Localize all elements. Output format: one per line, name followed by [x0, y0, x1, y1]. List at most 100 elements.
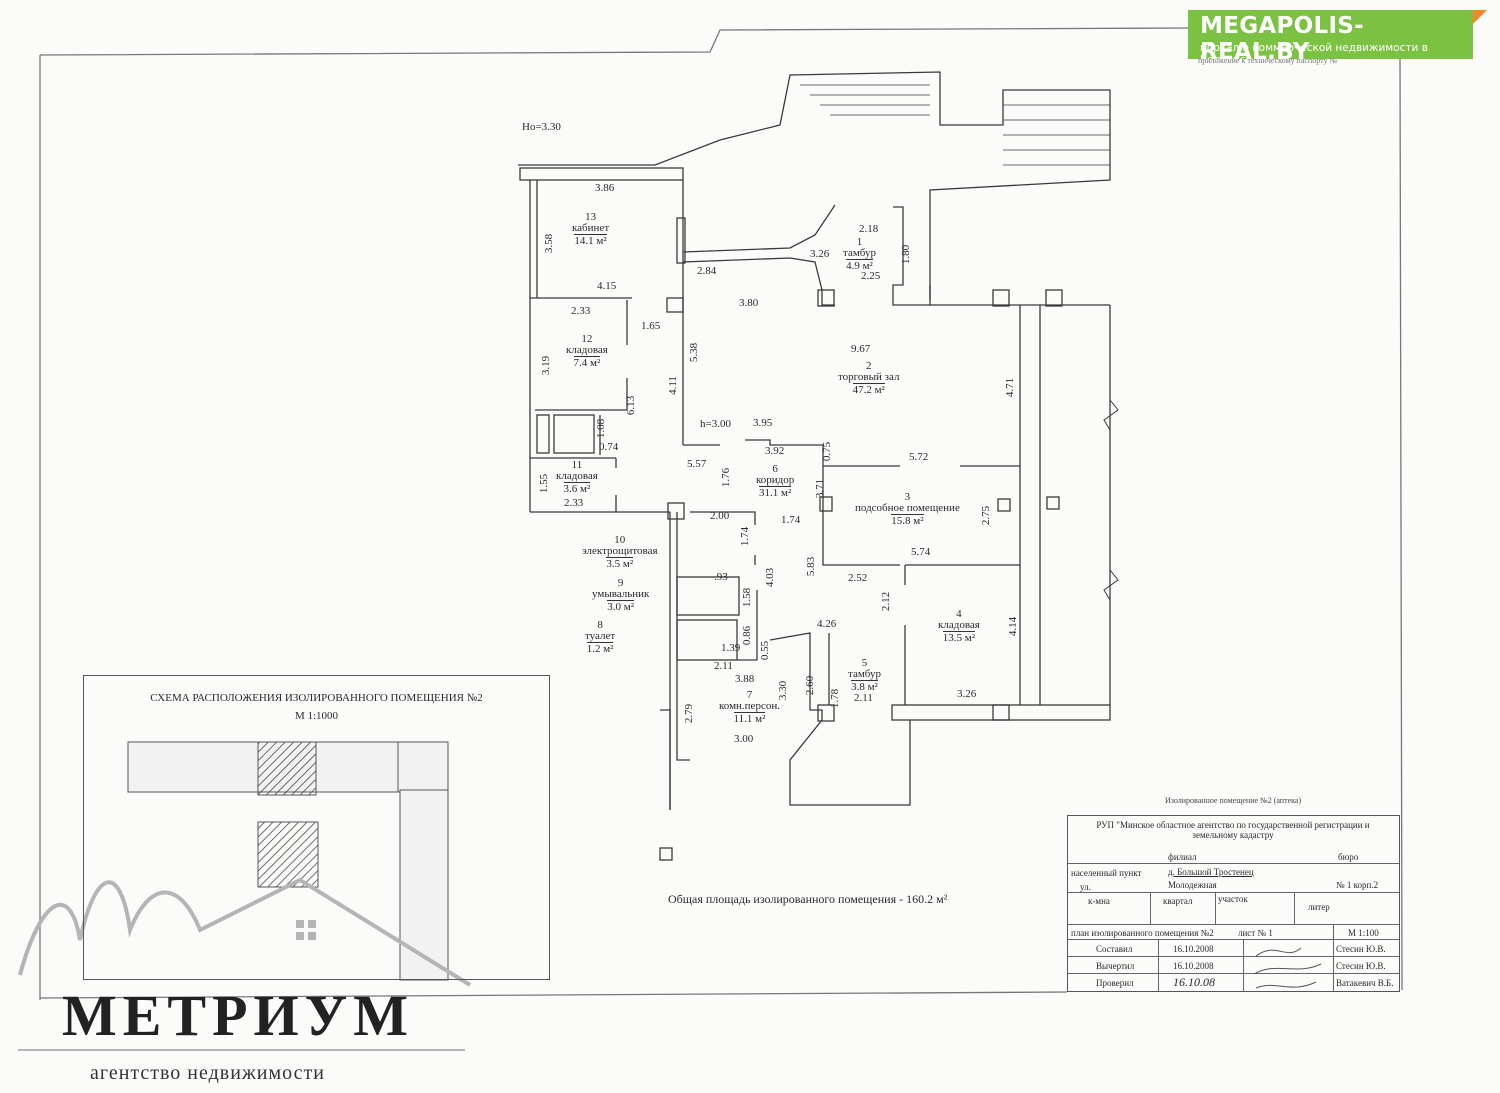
- sheet-number: лист № 1: [1238, 928, 1273, 938]
- dimension: 5.57: [687, 458, 707, 470]
- dimension: 2.25: [861, 270, 881, 282]
- name-drawn: Стесин Ю.В.: [1336, 961, 1386, 971]
- megapolis-tagline: портал о коммерческой недвижимости в Бел…: [1200, 42, 1428, 66]
- metrium-tagline: агентство недвижимости: [90, 1062, 325, 1084]
- sheet-border-bottom: [39, 991, 1068, 999]
- date-drawn: 16.10.2008: [1173, 961, 1214, 971]
- dimension: .93: [714, 571, 728, 583]
- dimension: 1.80: [900, 244, 913, 265]
- dimension: 1.74: [739, 526, 752, 547]
- dimension: 6.13: [625, 395, 638, 416]
- settlement-value: д. Большой Тростенец: [1168, 867, 1254, 877]
- dimension: 2.00: [710, 510, 730, 522]
- dimension: 2.12: [880, 591, 893, 612]
- sheet-border-right: [1399, 54, 1403, 991]
- name-checked: Ватакевич В.Б.: [1336, 978, 1394, 988]
- dimension: 3.19: [540, 355, 553, 376]
- title-block: РУП "Минское областное агентство по госу…: [1067, 815, 1400, 992]
- dimension: 1.76: [720, 467, 733, 488]
- street-value: Молодежная: [1168, 880, 1217, 890]
- inset-scale: М 1:1000: [294, 710, 339, 722]
- dimension: 3.00: [734, 733, 754, 745]
- metrium-logo-mark: [18, 877, 472, 1051]
- org-name: РУП "Минское областное агентство по госу…: [1096, 820, 1370, 840]
- dimension: 1.74: [781, 514, 801, 526]
- role-drawn: Вычертил: [1096, 961, 1135, 971]
- dimension: 2.52: [848, 572, 868, 584]
- dimension: 0.55: [759, 640, 772, 661]
- filial-label: филиал: [1168, 852, 1197, 862]
- bureau-label: бюро: [1338, 852, 1359, 862]
- megapolis-watermark-logo: MEGAPOLIS-REAL.BY портал о коммерческой …: [1188, 10, 1487, 66]
- dimension: 4.71: [1004, 377, 1017, 398]
- dimension: 3.58: [543, 233, 556, 254]
- signature-icon: [1253, 947, 1322, 989]
- dimension: 3.86: [595, 182, 615, 194]
- dimension: 4.03: [764, 567, 777, 588]
- total-area: Общая площадь изолированного помещения -…: [668, 892, 948, 906]
- dimension: 2.33: [564, 497, 584, 509]
- dimension: 1.39: [721, 642, 741, 654]
- col-plot: участок: [1218, 894, 1248, 904]
- date-checked: 16.10.08: [1173, 975, 1215, 989]
- dimension: h=3.00: [700, 418, 731, 430]
- dimension: 2.60: [804, 675, 817, 696]
- dimension: 1.55: [538, 473, 551, 494]
- dimension: 0.86: [741, 625, 754, 646]
- plan-scale: М 1:100: [1348, 928, 1379, 938]
- dimension: 2.11: [854, 692, 873, 704]
- inset-title: СХЕМА РАСПОЛОЖЕНИЯ ИЗОЛИРОВАННОГО ПОМЕЩЕ…: [150, 692, 483, 704]
- settlement-label: населенный пункт: [1071, 868, 1142, 878]
- corner-fold-icon: [1473, 10, 1487, 24]
- metrium-brand-name: МЕТРИУМ: [62, 983, 414, 1048]
- dimension: 3.26: [810, 248, 830, 260]
- title-block-caption: Изолированное помещение №2 (аптека): [1165, 796, 1302, 805]
- dimension: 0.75: [821, 441, 834, 462]
- dimension: 3.88: [735, 673, 755, 685]
- dimension: 2.75: [980, 505, 993, 526]
- dimension: 2.18: [859, 223, 879, 235]
- name-compiled: Стесин Ю.В.: [1336, 944, 1386, 954]
- dimension: 4.14: [1007, 616, 1020, 637]
- appendix-note: приложение к техническому паспорту №: [1198, 56, 1338, 65]
- dimension: 3.92: [765, 445, 785, 457]
- role-compiled: Составил: [1096, 944, 1133, 954]
- col-quarter: квартал: [1163, 896, 1193, 906]
- dimension: 1.65: [641, 320, 661, 332]
- sheet-border-top: [39, 27, 1191, 56]
- dimension: 3.71: [814, 478, 827, 499]
- dimension: 2.79: [683, 703, 696, 724]
- dimension: 5.38: [688, 342, 701, 363]
- date-compiled: 16.10.2008: [1173, 944, 1214, 954]
- house-number: № 1 корп.2: [1336, 880, 1379, 890]
- megapolis-site-name: MEGAPOLIS-REAL.BY: [1200, 13, 1365, 65]
- dimension: 9.67: [851, 343, 871, 355]
- dimension: 3.95: [753, 417, 773, 429]
- dimension: 3.26: [957, 688, 977, 700]
- dimension: 1.58: [741, 587, 754, 608]
- role-checked: Проверил: [1096, 978, 1134, 988]
- dimension: 5.72: [909, 451, 929, 463]
- dimension: 4.11: [666, 376, 679, 395]
- dimension: 4.26: [817, 618, 837, 630]
- plan-label: план изолированного помещения №2: [1071, 928, 1214, 938]
- dimension: 5.83: [805, 556, 818, 577]
- dimension: 2.11: [714, 660, 733, 672]
- street-label: ул.: [1080, 882, 1091, 892]
- dimension: 3.30: [777, 680, 790, 701]
- dimension: 1.08: [595, 418, 608, 439]
- dimension: 5.74: [911, 546, 931, 558]
